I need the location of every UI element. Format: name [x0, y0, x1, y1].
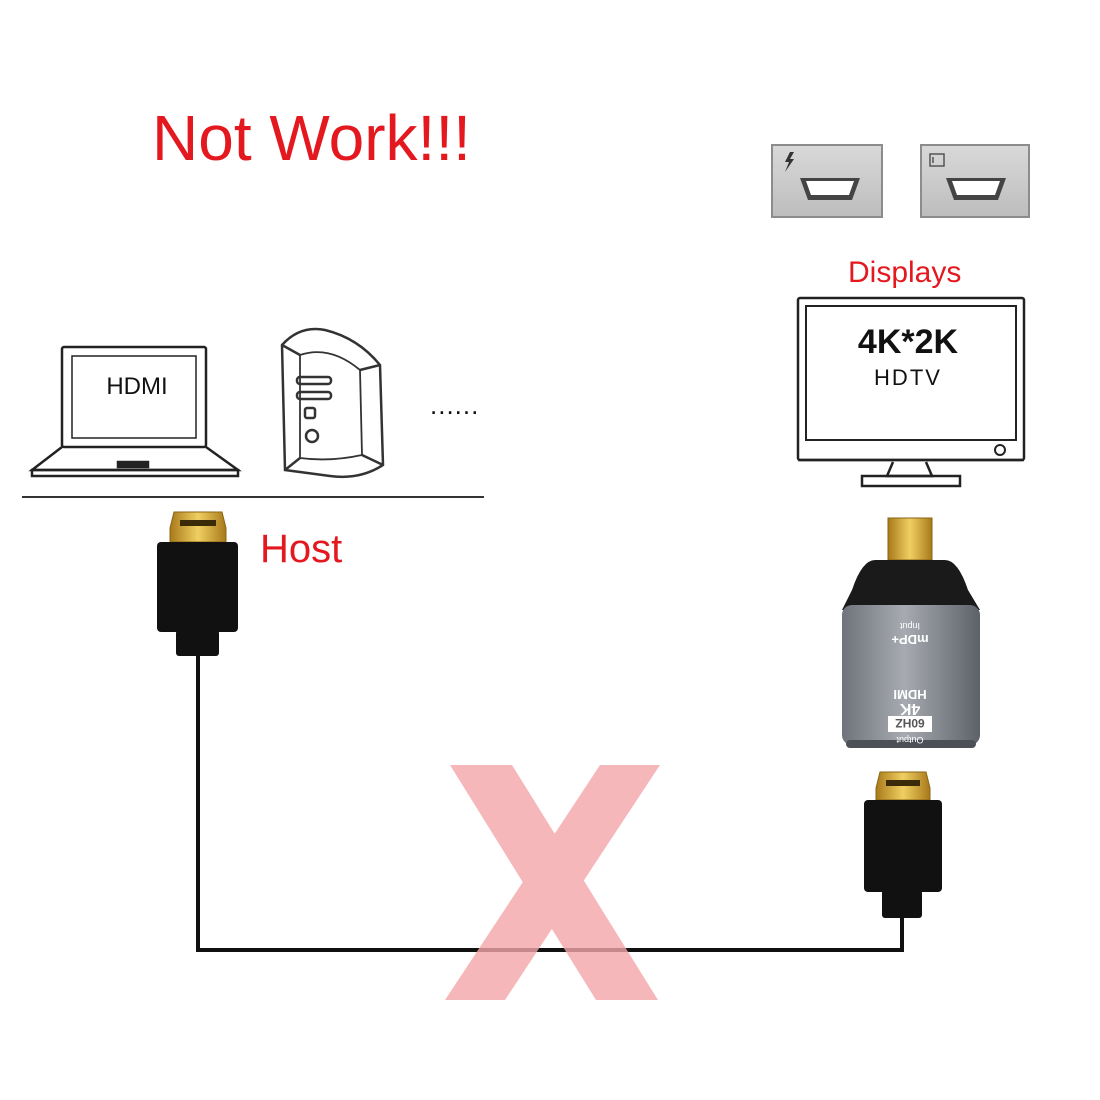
headline: Not Work!!!	[152, 102, 471, 174]
mdp-to-hdmi-adapter	[842, 517, 980, 748]
adapter-4k-label: 4K	[899, 700, 920, 717]
thunderbolt-port-icon	[771, 144, 883, 218]
mini-displayport-icon	[920, 144, 1030, 218]
host-label: Host	[260, 527, 343, 571]
displays-label: Displays	[848, 256, 962, 289]
desktop-tower-icon	[280, 327, 385, 479]
adapter-labels: mDP+ Input HDMI 4K 60HZ Output	[888, 621, 932, 745]
monitor-type: HDTV	[874, 365, 942, 390]
adapter-hdmi-label: HDMI	[893, 687, 926, 702]
not-working-cross-icon	[445, 765, 660, 1000]
adapter-input-sub: Input	[899, 621, 920, 631]
hdmi-connector-host	[157, 511, 238, 656]
hdmi-cable	[196, 655, 904, 952]
adapter-output-label: Output	[896, 735, 924, 745]
monitor-icon	[796, 296, 1026, 488]
adapter-input-label: mDP+	[891, 632, 929, 647]
laptop-icon	[28, 345, 242, 478]
more-devices-ellipsis: ......	[430, 390, 480, 420]
monitor-resolution: 4K*2K	[857, 323, 959, 361]
hdmi-connector-display	[864, 771, 942, 918]
adapter-60hz-label: 60HZ	[895, 716, 924, 730]
laptop-screen-text: HDMI	[106, 373, 168, 400]
